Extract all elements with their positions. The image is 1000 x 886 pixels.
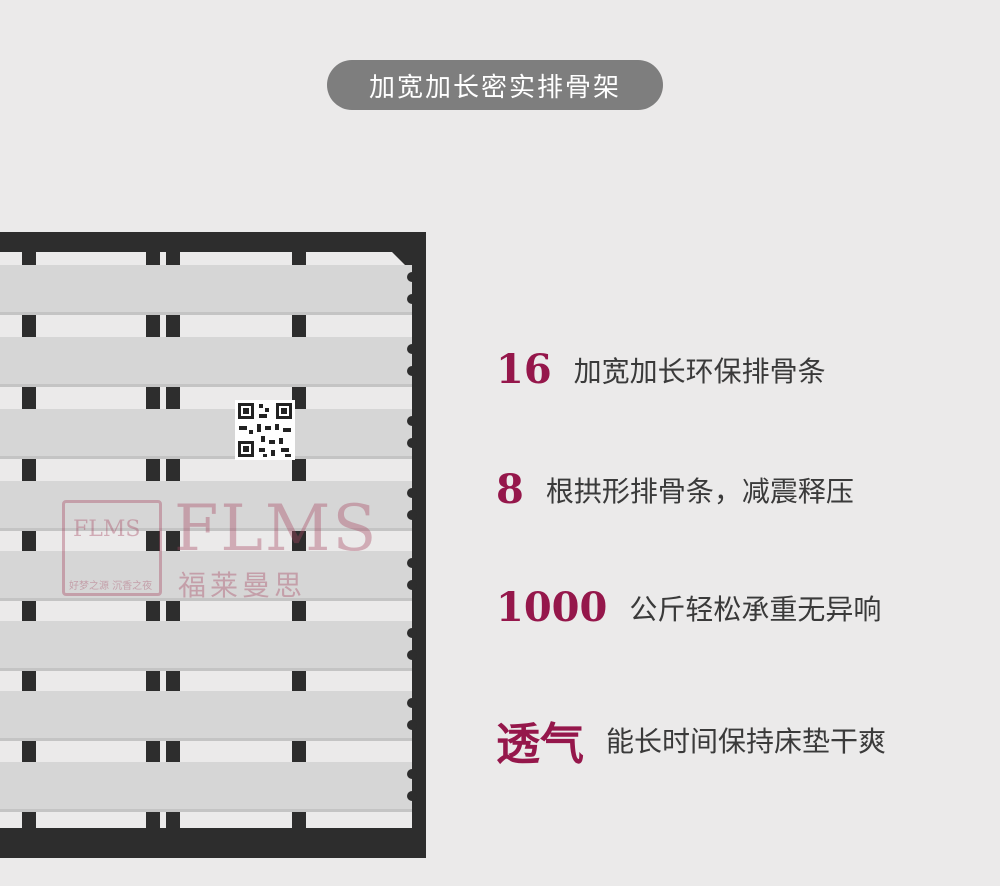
- feature-text: 能长时间保持床垫干爽: [606, 725, 887, 758]
- slat-clip: [407, 558, 417, 568]
- slat-shadow-6: [0, 668, 412, 671]
- slat-clip: [407, 628, 417, 638]
- feature-item: 8 根拱形排骨条，减震释压: [496, 466, 854, 513]
- slat-clip: [407, 791, 417, 801]
- slat-6: [0, 621, 412, 671]
- slat-clip: [407, 416, 417, 426]
- qr-code: [235, 400, 295, 460]
- slat-clip: [407, 769, 417, 779]
- slat-2: [0, 337, 412, 387]
- slat-7: [0, 691, 412, 741]
- slat-shadow-5: [0, 598, 412, 601]
- feature-number: 透气: [496, 719, 584, 770]
- slat-shadow-8: [0, 809, 412, 812]
- slat-8: [0, 762, 412, 812]
- brand-watermark: FLMS 好梦之源 沉香之夜 FLMS 福莱曼思: [62, 492, 392, 608]
- slat-clip: [407, 438, 417, 448]
- feature-number: 16: [496, 346, 552, 393]
- slat-5: [0, 551, 412, 601]
- slat-clip: [407, 488, 417, 498]
- slat-shadow-2: [0, 384, 412, 387]
- slat-4: [0, 481, 412, 531]
- feature-item: 16 加宽加长环保排骨条: [496, 346, 826, 393]
- slat-shadow-3: [0, 456, 412, 459]
- frame-top-rail: [0, 232, 426, 252]
- slat-clip: [407, 580, 417, 590]
- page-title: 加宽加长密实排骨架: [368, 72, 621, 103]
- slat-clip: [407, 650, 417, 660]
- slat-1: [0, 265, 412, 315]
- frame-bottom-rail: [0, 828, 426, 858]
- slat-shadow-4: [0, 528, 412, 531]
- slat-3: [0, 409, 412, 459]
- frame-support-1: [22, 240, 36, 850]
- slat-clip: [407, 272, 417, 282]
- slat-clip: [407, 366, 417, 376]
- feature-number: 8: [496, 466, 524, 513]
- watermark-box-text: FLMS: [73, 517, 141, 542]
- feature-item: 1000 公斤轻松承重无异响: [496, 584, 881, 631]
- watermark-brand: FLMS: [174, 492, 379, 566]
- slat-shadow-7: [0, 738, 412, 741]
- title-pill: 加宽加长密实排骨架: [327, 60, 663, 110]
- slat-clip: [407, 698, 417, 708]
- feature-text: 加宽加长环保排骨条: [573, 354, 826, 388]
- feature-item: 透气 能长时间保持床垫干爽: [496, 708, 886, 772]
- slat-clip: [407, 344, 417, 354]
- slat-shadow-1: [0, 312, 412, 315]
- frame-side-rail: [412, 232, 426, 858]
- feature-text: 公斤轻松承重无异响: [629, 592, 882, 626]
- feature-text: 根拱形排骨条，减震释压: [545, 474, 854, 508]
- slat-clip: [407, 720, 417, 730]
- feature-number: 1000: [496, 584, 608, 631]
- watermark-brand-cn: 福莱曼思: [178, 569, 307, 602]
- watermark-slogan: 好梦之源 沉香之夜: [69, 581, 153, 592]
- watermark-logo-box: FLMS 好梦之源 沉香之夜: [62, 500, 162, 596]
- slat-clip: [407, 510, 417, 520]
- slat-clip: [407, 294, 417, 304]
- slat-group: [0, 265, 417, 812]
